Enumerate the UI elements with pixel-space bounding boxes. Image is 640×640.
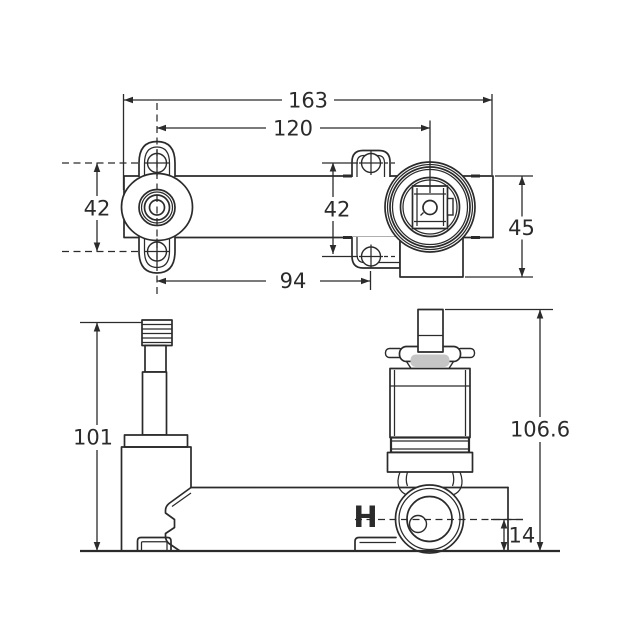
bar-left-chevron-profile	[164, 486, 192, 552]
top-view: 163 120 42 42	[62, 89, 542, 296]
dim-label-left-ear-spacing: 42	[84, 197, 111, 221]
dim-label-left-height: 101	[73, 426, 113, 450]
dim-label-ear-offset: 94	[280, 269, 307, 293]
dim-label-body-depth: 45	[508, 216, 535, 240]
front-view-dimensions: 101 106.6 14	[70, 308, 577, 551]
outlet-pilot-hole	[408, 514, 428, 534]
front-view: H	[70, 308, 577, 554]
cartridge-retainer-ring	[389, 436, 471, 454]
cartridge-side-tab	[446, 197, 454, 216]
cartridge-body	[389, 367, 471, 439]
dim-label-center-spacing: 120	[273, 117, 313, 141]
left-stem-upper	[144, 344, 167, 373]
dim-label-overall-height: 106.6	[510, 418, 570, 442]
left-stem-lower	[141, 371, 168, 436]
cartridge-base	[386, 451, 474, 473]
left-valve-flange	[123, 434, 189, 448]
dim-label-overall-width: 163	[288, 89, 328, 113]
left-foot-tab	[136, 536, 172, 551]
cartridge-stem	[417, 308, 444, 353]
left-valve-elevation	[120, 319, 192, 552]
dim-label-right-ear-spacing: 42	[324, 198, 351, 222]
left-stem-knurl	[141, 319, 173, 347]
dim-label-outlet-center-height: 14	[509, 524, 536, 548]
bar-step-notch	[354, 536, 397, 552]
body-bar-elevation	[164, 486, 509, 552]
cartridge-elevation	[355, 308, 524, 554]
right-ear-screw-holes	[359, 151, 398, 269]
left-valve-block	[120, 446, 192, 552]
hot-inlet-label: H	[353, 500, 377, 534]
top-view-dimensions: 163 120 42 42	[62, 89, 542, 293]
right-valve	[384, 161, 476, 253]
